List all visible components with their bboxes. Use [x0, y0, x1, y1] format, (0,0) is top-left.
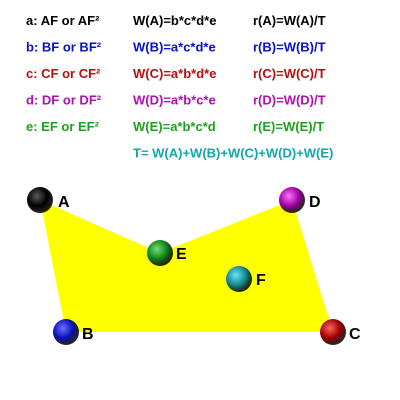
point-a-label: A — [58, 194, 70, 211]
row-e-definition: e: EF or EF² — [26, 119, 100, 134]
point-markers: A B C D E F — [27, 187, 361, 345]
formula-table: a: AF or AF² W(A)=b*c*d*e r(A)=W(A)/T b: BF… — [26, 13, 333, 161]
row-c-definition: c: CF or CF² — [26, 66, 101, 81]
point-e-marker — [147, 240, 173, 266]
point-c-marker — [320, 319, 346, 345]
row-b-ratio-formula: r(B)=W(B)/T — [253, 40, 326, 55]
point-d-marker — [279, 187, 305, 213]
total-formula: T= W(A)+W(B)+W(C)+W(D)+W(E) — [133, 146, 333, 161]
polygon-shape — [40, 200, 333, 332]
row-a-weight-formula: W(A)=b*c*d*e — [133, 13, 216, 28]
row-b-definition: b: BF or BF² — [26, 40, 102, 55]
point-f-label: F — [256, 272, 266, 289]
point-c-label: C — [349, 326, 361, 343]
point-a-marker — [27, 187, 53, 213]
row-a-ratio-formula: r(A)=W(A)/T — [253, 13, 326, 28]
row-c-ratio-formula: r(C)=W(C)/T — [253, 66, 326, 81]
row-c-weight-formula: W(C)=a*b*d*e — [133, 66, 216, 81]
row-d-ratio-formula: r(D)=W(D)/T — [253, 93, 326, 108]
point-e-label: E — [176, 246, 187, 263]
point-f-marker — [226, 266, 252, 292]
row-e-weight-formula: W(E)=a*b*c*d — [133, 119, 216, 134]
row-d-weight-formula: W(D)=a*b*c*e — [133, 93, 216, 108]
row-a-definition: a: AF or AF² — [26, 13, 100, 28]
row-e-ratio-formula: r(E)=W(E)/T — [253, 119, 324, 134]
row-d-definition: d: DF or DF² — [26, 93, 102, 108]
yellow-polygon — [40, 200, 333, 332]
row-b-weight-formula: W(B)=a*c*d*e — [133, 40, 216, 55]
point-b-marker — [53, 319, 79, 345]
point-b-label: B — [82, 326, 94, 343]
point-d-label: D — [309, 194, 321, 211]
